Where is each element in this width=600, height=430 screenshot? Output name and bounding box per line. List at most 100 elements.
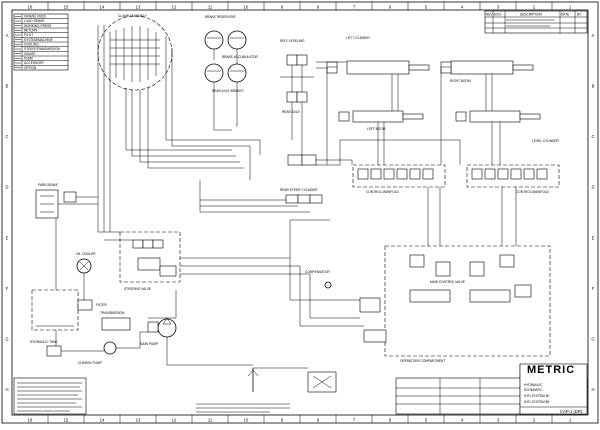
title-line-2: SCHEMATIC [524, 388, 543, 392]
transmission: TRANSMISSION [100, 311, 131, 331]
oil-cooler: OIL COOLER [76, 252, 96, 274]
row-label-right: A [592, 33, 595, 38]
main-valve-label: MAIN CONTROL VALVE [430, 280, 465, 284]
bottom-notes [196, 403, 290, 413]
legend-item: RETURN [24, 28, 38, 32]
lift-cylinders: LIFT CYLINDER RIGHT BOOM [326, 36, 534, 83]
rev-col-ecn: ECN [494, 13, 501, 17]
column-label-bottom: 12 [172, 418, 177, 423]
legend-item: PILOT [24, 33, 33, 37]
row-label-right: D [591, 185, 594, 190]
brake-accumulator-label: BRAKE ACCUMULATOR [222, 55, 259, 59]
row-label-left: A [6, 33, 9, 38]
clamp-assembly: CLAMP ASSEMBLY [97, 14, 173, 91]
clamp-assembly-label: CLAMP ASSEMBLY [118, 14, 147, 18]
lift-cylinder-label: LIFT CYLINDER [346, 36, 370, 40]
column-label-bottom: 10 [244, 418, 249, 423]
column-label-top: 6 [389, 5, 392, 10]
brake-reservoir: BRAKE RESERVOIR BRAKE ACCUMULATOR REAR A… [204, 15, 259, 93]
column-label-bottom: 5 [425, 418, 428, 423]
hydraulic-tank-label: HYDRAULIC TANK [30, 340, 58, 344]
sheet-number: CAP-1 (DR) [560, 409, 583, 414]
row-label-left: F [6, 286, 9, 291]
charge-pump: CHARGE PUMP [78, 341, 117, 365]
column-label-top: 11 [208, 5, 213, 10]
column-label-top: 5 [425, 5, 428, 10]
row-label-right: E [592, 235, 595, 240]
hydraulic-tank: HYDRAULIC TANK [30, 289, 79, 357]
compensator: COMPENSATOR [305, 270, 332, 289]
column-label-bottom: 13 [136, 418, 141, 423]
right-level-cylinder [469, 110, 521, 123]
accumulator-circle-1 [204, 63, 224, 83]
column-label-top: 7 [353, 5, 356, 10]
row-label-right: B [592, 83, 595, 88]
rev-col-by: BY [577, 13, 582, 17]
rear-axle-brakes-label: REAR AXLE BRAKES [212, 89, 244, 93]
legend-item: ACCESSORY [24, 61, 45, 65]
filter-label: FILTER [96, 303, 107, 307]
park-brake: PARK BRAKE [35, 183, 77, 219]
column-label-top: 15 [64, 5, 69, 10]
self-leveling-valve: SELF LEVELING REAR AXLE [280, 39, 314, 114]
row-label-left: E [6, 235, 9, 240]
park-brake-label: PARK BRAKE [38, 183, 58, 187]
column-label-top: 12 [172, 5, 177, 10]
row-label-right: F [592, 286, 595, 291]
column-label-top: 4 [461, 5, 464, 10]
rev-col-rev: REV [486, 13, 493, 17]
column-label-bottom: 2 [533, 418, 536, 423]
title-block: METRIC HYDRAULIC SCHEMATIC HYD SYSTEM 6K… [395, 363, 588, 415]
rev-col-date: DATE [561, 13, 569, 17]
column-label-bottom: 4 [461, 418, 464, 423]
left-level-cylinder [352, 110, 404, 123]
notes-block [13, 377, 87, 415]
row-label-left: C [5, 134, 8, 139]
steering-valve: STEERING VALVE [119, 231, 181, 291]
column-label-top: 10 [244, 5, 249, 10]
legend-item: OPTION [24, 66, 37, 70]
row-label-right: G [591, 337, 594, 342]
row-label-left: G [5, 337, 8, 342]
legend-item: PUMP [24, 56, 33, 60]
title-line-4: HYD SYSTEM 8K [524, 400, 550, 404]
control-manifold-right: CONTROL MANIFOLD [466, 164, 560, 194]
column-label-bottom: 11 [208, 418, 213, 423]
right-lift-cylinder [450, 60, 514, 75]
charge-pump-label: CHARGE PUMP [78, 361, 102, 365]
rear-steer: REAR STEER CYLINDER [280, 154, 323, 204]
steering-valve-label: STEERING VALVE [124, 287, 151, 291]
title-line-1: HYDRAULIC [524, 383, 543, 387]
reservoir-circle-1 [204, 30, 224, 50]
column-label-top: 16 [28, 5, 33, 10]
column-label-bottom: 8 [317, 418, 320, 423]
legend-item: SYSTEM/MACHINE [24, 38, 53, 42]
legend-item: LOAD SENSE [24, 19, 44, 23]
brake-reservoir-label: BRAKE RESERVOIR [205, 15, 236, 19]
main-pump-label: MAIN PUMP [140, 342, 158, 346]
column-label-top: 8 [317, 5, 320, 10]
left-boom-label: LEFT BOOM [367, 127, 386, 131]
metric-label: METRIC [527, 364, 575, 376]
level-cylinders: LEFT BOOM LEVEL CYLINDER [338, 110, 560, 143]
bottom-accumulator [247, 368, 337, 393]
row-label-left: D [5, 185, 8, 190]
accumulator-circle-2 [227, 63, 247, 83]
operators-compartment-label: OPERATORS COMPARTMENT [400, 359, 445, 363]
control-manifold-right-label: CONTROL MANIFOLD [516, 190, 550, 194]
column-label-top: 1 [569, 5, 572, 10]
column-label-top: 9 [281, 5, 284, 10]
left-lift-cylinder [346, 60, 410, 75]
reservoir-circle-2 [227, 30, 247, 50]
column-label-bottom: 6 [389, 418, 392, 423]
column-label-bottom: 9 [281, 418, 284, 423]
transmission-label: TRANSMISSION [100, 311, 125, 315]
control-manifold-left-label: CONTROL MANIFOLD [366, 190, 400, 194]
column-label-top: 3 [497, 5, 500, 10]
column-label-top: 2 [533, 5, 536, 10]
rear-axle-label: REAR AXLE [282, 110, 300, 114]
